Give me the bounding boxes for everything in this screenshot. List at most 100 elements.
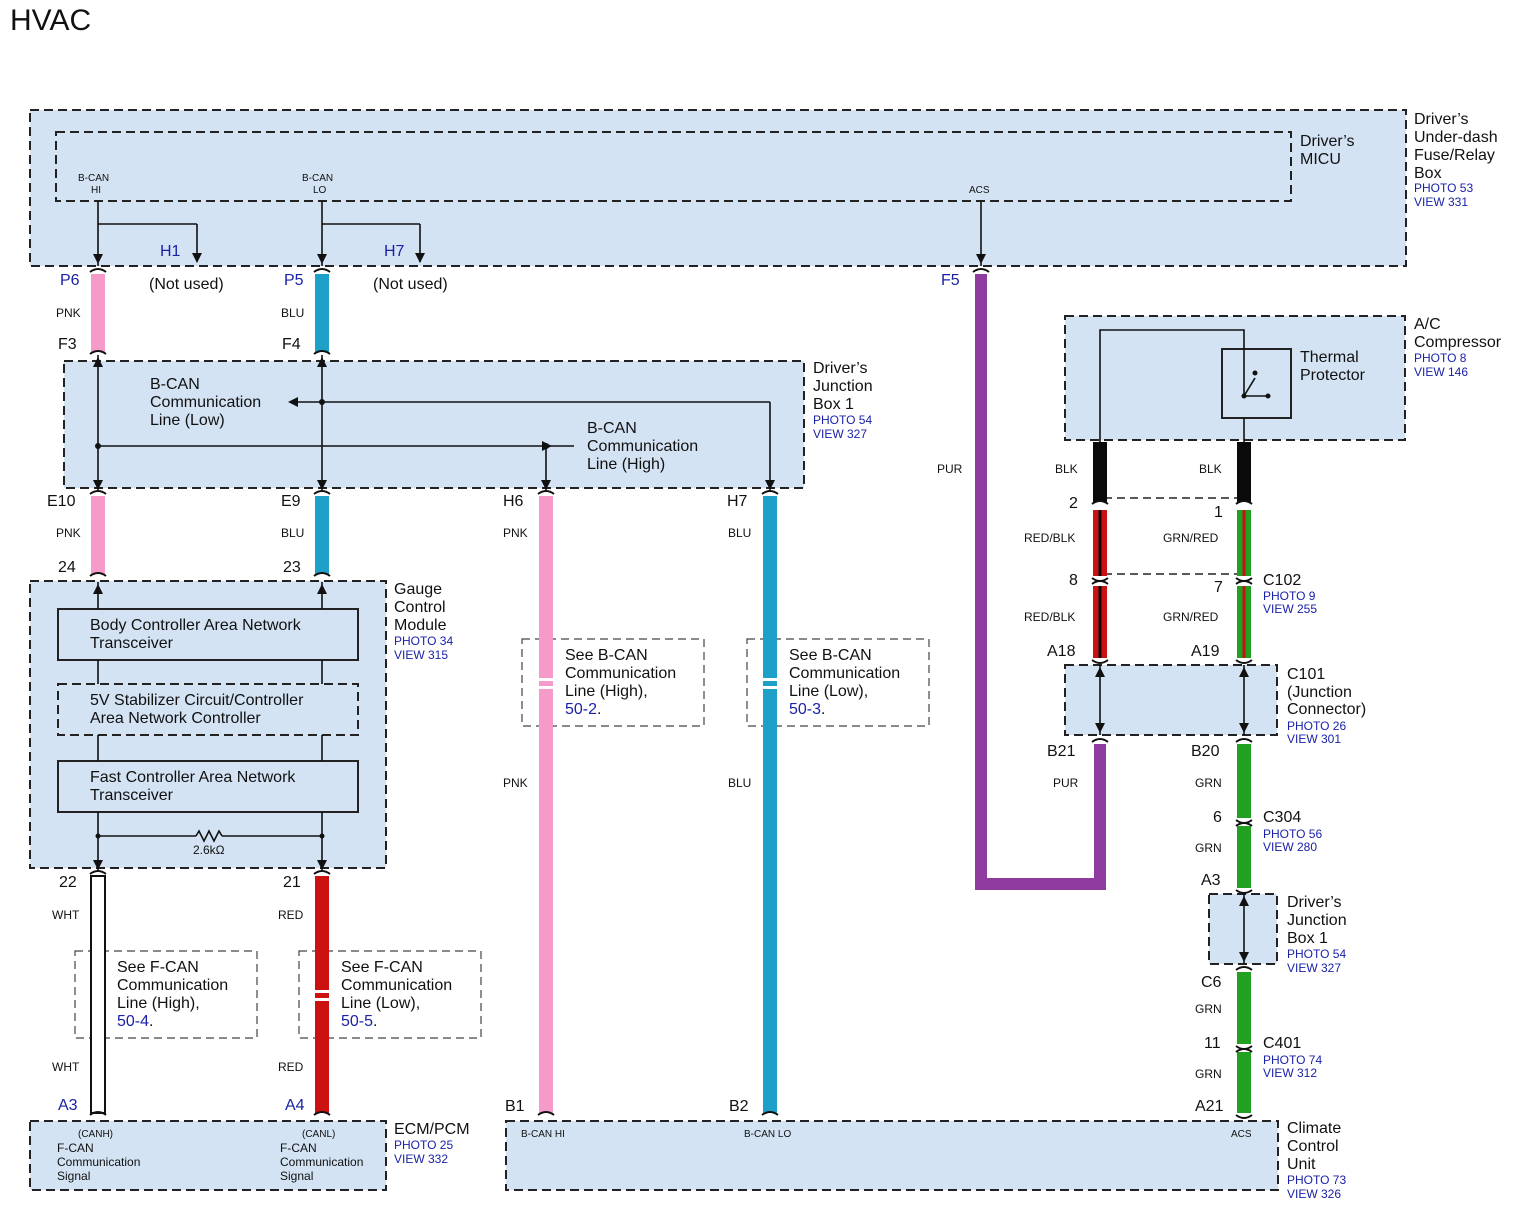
svg-text:A18: A18: [1047, 643, 1076, 660]
svg-text:Fast Controller Area Network: Fast Controller Area Network: [90, 769, 296, 786]
svg-text:BLK: BLK: [1199, 462, 1222, 476]
note-ref-50-3[interactable]: 50-3: [789, 701, 821, 718]
fuse-relay-box: [29, 109, 1407, 267]
wire-pur-f5-b21: [975, 274, 1106, 890]
svg-text:PHOTO 54: PHOTO 54: [813, 413, 872, 427]
c102-label: C102 PHOTO 9 VIEW 255: [1263, 572, 1317, 616]
svg-text:Communication: Communication: [280, 1155, 363, 1169]
svg-text:2.6kΩ: 2.6kΩ: [193, 843, 225, 857]
c304-label: C304 PHOTO 56 VIEW 280: [1263, 809, 1322, 854]
svg-text:BLU: BLU: [728, 776, 751, 790]
svg-text:Line (Low),: Line (Low),: [341, 995, 420, 1012]
svg-text:50-2.: 50-2.: [565, 701, 601, 718]
wire-blu-h7-b2: [763, 496, 777, 1113]
svg-text:See B-CAN: See B-CAN: [789, 647, 872, 664]
svg-text:VIEW 146: VIEW 146: [1414, 365, 1468, 379]
svg-text:Driver’s: Driver’s: [1414, 111, 1469, 128]
svg-text:50-4.: 50-4.: [117, 1013, 153, 1030]
note-fcan-low: See F-CAN Communication Line (Low), 50-5…: [341, 959, 452, 1030]
note-ref-50-5[interactable]: 50-5: [341, 1013, 373, 1030]
svg-text:PHOTO 53: PHOTO 53: [1414, 181, 1473, 195]
svg-text:C101: C101: [1287, 666, 1325, 683]
note-bcan-low-box: [746, 638, 930, 727]
ecm-pcm-box: [29, 1120, 387, 1191]
svg-text:7: 7: [1214, 579, 1223, 596]
svg-text:PHOTO 56: PHOTO 56: [1263, 827, 1322, 841]
svg-text:See F-CAN: See F-CAN: [341, 959, 423, 976]
svg-text:A4: A4: [285, 1097, 305, 1114]
svg-text:1: 1: [1214, 504, 1223, 521]
wire-wht-22-a3: [90, 875, 106, 1114]
wire-blk-right: [1237, 442, 1251, 502]
note-bcan-low: See B-CAN Communication Line (Low), 50-3…: [789, 647, 900, 718]
svg-text:VIEW 327: VIEW 327: [813, 427, 867, 441]
svg-text:Area Network Controller: Area Network Controller: [90, 710, 261, 727]
svg-text:H7: H7: [384, 243, 405, 260]
svg-text:ACS: ACS: [1231, 1129, 1252, 1140]
svg-text:See F-CAN: See F-CAN: [117, 959, 199, 976]
svg-text:VIEW 301: VIEW 301: [1287, 732, 1341, 746]
svg-text:VIEW 331: VIEW 331: [1414, 195, 1468, 209]
svg-text:VIEW 255: VIEW 255: [1263, 602, 1317, 616]
svg-text:E9: E9: [281, 493, 301, 510]
junction-box-1-label: Driver’s Junction Box 1 PHOTO 54 VIEW 32…: [150, 360, 873, 473]
svg-text:GRN: GRN: [1195, 776, 1222, 790]
svg-text:PHOTO 8: PHOTO 8: [1414, 351, 1467, 365]
svg-text:F-CAN: F-CAN: [57, 1141, 94, 1155]
svg-text:Line (High),: Line (High),: [117, 995, 200, 1012]
wires: [90, 274, 1251, 1114]
svg-text:A3: A3: [1201, 872, 1221, 889]
svg-text:PNK: PNK: [56, 526, 81, 540]
svg-text:VIEW 280: VIEW 280: [1263, 840, 1317, 854]
c401-label: C401 PHOTO 74 VIEW 312: [1263, 1035, 1322, 1080]
svg-text:Transceiver: Transceiver: [90, 635, 174, 652]
svg-text:RED/BLK: RED/BLK: [1024, 531, 1075, 545]
svg-text:B1: B1: [505, 1098, 525, 1115]
note-ref-50-4[interactable]: 50-4: [117, 1013, 149, 1030]
svg-text:Line (High): Line (High): [587, 456, 665, 473]
micu-box: [55, 131, 1292, 202]
svg-text:Box 1: Box 1: [813, 396, 854, 413]
svg-text:Control: Control: [394, 599, 446, 616]
page-title: HVAC: [10, 4, 91, 37]
wire-blu-e9-23: [315, 496, 329, 574]
body-can-transceiver: [57, 608, 359, 661]
svg-text:Thermal: Thermal: [1300, 349, 1359, 366]
terminal-symbols: [89, 268, 1253, 1119]
svg-text:BLU: BLU: [281, 526, 304, 540]
svg-text:Signal: Signal: [280, 1169, 313, 1183]
svg-text:PHOTO 26: PHOTO 26: [1287, 719, 1346, 733]
svg-text:GRN/RED: GRN/RED: [1163, 531, 1219, 545]
svg-text:C401: C401: [1263, 1035, 1301, 1052]
wire-red-21-a4: [315, 876, 329, 1113]
svg-text:B-CAN: B-CAN: [150, 376, 200, 393]
svg-text:PUR: PUR: [1053, 776, 1079, 790]
svg-text:2: 2: [1069, 495, 1078, 512]
svg-text:F5: F5: [941, 272, 960, 289]
svg-text:Line (Low),: Line (Low),: [789, 683, 868, 700]
svg-text:23: 23: [283, 559, 301, 576]
climate-control-unit-box: [505, 1120, 1279, 1191]
svg-text:Control: Control: [1287, 1138, 1339, 1155]
svg-text:B-CAN HI: B-CAN HI: [521, 1129, 565, 1140]
svg-text:A19: A19: [1191, 643, 1220, 660]
micu-label: Driver’s MICU B-CAN HI B-CAN LO ACS: [78, 133, 1355, 196]
svg-text:RED: RED: [278, 1060, 304, 1074]
svg-text:H7: H7: [727, 493, 748, 510]
svg-text:Transceiver: Transceiver: [90, 787, 174, 804]
svg-text:Communication: Communication: [57, 1155, 140, 1169]
svg-text:PUR: PUR: [937, 462, 963, 476]
svg-text:BLU: BLU: [281, 306, 304, 320]
wire-blu-p5-f4: [315, 274, 329, 352]
svg-text:B-CAN: B-CAN: [302, 173, 333, 184]
wire-grn-c304-a3: [1237, 826, 1251, 888]
svg-text:Unit: Unit: [1287, 1156, 1316, 1173]
svg-text:ACS: ACS: [969, 185, 990, 196]
note-ref-50-2[interactable]: 50-2: [565, 701, 597, 718]
svg-text:MICU: MICU: [1300, 151, 1341, 168]
wire-grn-b20-c304: [1237, 744, 1251, 818]
junction-box-1b-label: Driver’s Junction Box 1 PHOTO 54 VIEW 32…: [1287, 894, 1347, 975]
junction-box-1: [63, 360, 805, 489]
ecm-label: ECM/PCM PHOTO 25 VIEW 332 (CANH) F-CAN C…: [57, 1121, 470, 1183]
svg-text:50-3.: 50-3.: [789, 701, 825, 718]
